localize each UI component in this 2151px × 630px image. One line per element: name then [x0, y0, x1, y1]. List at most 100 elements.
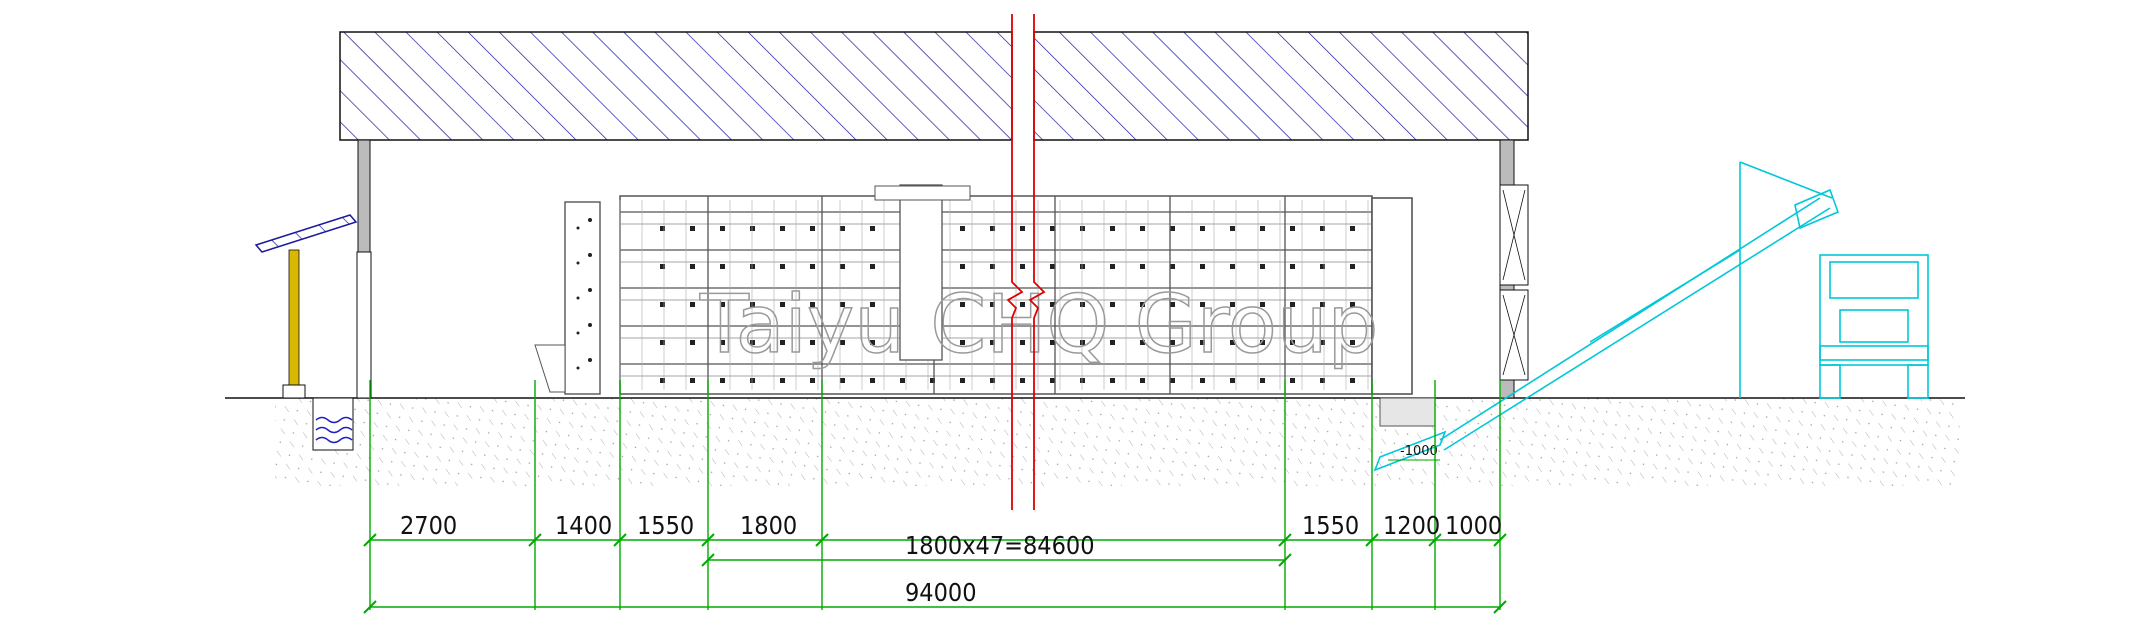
- cage-feeder-mark: [1050, 302, 1055, 307]
- cage-feeder-mark: [690, 264, 695, 269]
- cage-feeder-mark: [1290, 226, 1295, 231]
- hopper-dot: [588, 358, 592, 362]
- cage-feeder-mark: [900, 378, 905, 383]
- dimension-tick: [701, 553, 715, 567]
- cage-feeder-mark: [1140, 340, 1145, 345]
- cage-feeder-mark: [690, 340, 695, 345]
- cage-feeder-mark: [810, 264, 815, 269]
- break-line: [1006, 14, 1046, 510]
- cage-feeder-mark: [1110, 302, 1115, 307]
- conveyor-lower-pit: [1373, 430, 1447, 472]
- cage-feeder-mark: [960, 264, 965, 269]
- hopper-dot: [588, 288, 592, 292]
- manure-chute: [534, 344, 566, 393]
- hopper-dot: [588, 218, 592, 222]
- hopper-dots: [576, 218, 592, 370]
- dim-1550-left: 1550: [637, 511, 694, 540]
- cage-feeder-mark: [960, 340, 965, 345]
- cage-feeder-mark: [810, 340, 815, 345]
- cage-feeder-mark: [1350, 302, 1355, 307]
- cage-feeder-mark: [720, 340, 725, 345]
- dimension-tick: [701, 533, 715, 547]
- cage-feeder-mark: [1200, 302, 1205, 307]
- cage-system: [534, 184, 1436, 427]
- cage-feeder-mark: [1290, 340, 1295, 345]
- dimension-tick: [528, 533, 542, 547]
- cage-feeder-mark: [1290, 378, 1295, 383]
- cage-feeder-mark: [960, 302, 965, 307]
- cage-feeder-mark: [1260, 378, 1265, 383]
- conveyor-head: [1794, 188, 1840, 230]
- cage-feeder-mark: [1020, 340, 1025, 345]
- cage-feeder-mark: [1200, 340, 1205, 345]
- cage-feeder-mark: [990, 302, 995, 307]
- truck-wheel-right: [1907, 364, 1929, 399]
- post-base: [282, 384, 306, 399]
- cage-tiers: [620, 211, 1372, 383]
- roof-right-panel: [1033, 31, 1529, 141]
- cage-feeder-mark: [990, 340, 995, 345]
- cage-feeder-mark: [1320, 264, 1325, 269]
- cage-feeder-mark: [1080, 340, 1085, 345]
- cage-feeder-mark: [1320, 340, 1325, 345]
- cage-feeder-mark: [810, 378, 815, 383]
- cage-feeder-mark: [660, 226, 665, 231]
- drive-tower-top: [874, 185, 971, 201]
- cage-feeder-mark: [1170, 302, 1175, 307]
- hopper-dot: [588, 253, 592, 257]
- dim-1800: 1800: [740, 511, 797, 540]
- cage-feeder-mark: [1140, 378, 1145, 383]
- cage-feeder-mark: [1110, 264, 1115, 269]
- cage-feeder-mark: [1170, 264, 1175, 269]
- dimension-lines: [363, 380, 1507, 614]
- side-canopy: [254, 214, 358, 253]
- dimension-tick: [815, 533, 829, 547]
- water-tank: [312, 397, 354, 451]
- cage-feeder-mark: [1170, 340, 1175, 345]
- break-line-left: [1006, 14, 1024, 510]
- inclined-conveyor: [1373, 161, 1929, 472]
- manure-pit: [1379, 397, 1436, 427]
- cage-feeder-mark: [870, 264, 875, 269]
- cage-feeder-mark: [870, 340, 875, 345]
- cage-feeder-mark: [1080, 226, 1085, 231]
- cage-feeder-mark: [840, 302, 845, 307]
- conveyor-brace: [1589, 249, 1741, 343]
- cage-feeder-mark: [840, 340, 845, 345]
- cage-feeder-mark: [720, 378, 725, 383]
- hopper-dot: [588, 323, 592, 327]
- left-exterior: [254, 214, 358, 451]
- cage-feeder-mark: [690, 378, 695, 383]
- dimension-tick: [363, 600, 377, 614]
- cage-feeder-mark: [810, 226, 815, 231]
- dimension-tick: [1365, 533, 1379, 547]
- cage-feeder-mark: [780, 226, 785, 231]
- cage-feeder-mark: [720, 226, 725, 231]
- cage-feeder-mark: [1200, 378, 1205, 383]
- cage-feeder-mark: [990, 264, 995, 269]
- conveyor-belt-bottom: [1443, 207, 1831, 451]
- cage-feeder-mark: [840, 226, 845, 231]
- ground-hatch: [275, 398, 1960, 486]
- cage-feeder-mark: [1110, 340, 1115, 345]
- cage-feeder-mark: [1050, 340, 1055, 345]
- cage-feeder-mark: [1110, 226, 1115, 231]
- cage-feeder-mark: [1080, 302, 1085, 307]
- cage-feeder-mark: [1260, 226, 1265, 231]
- cage-feeder-mark: [1260, 340, 1265, 345]
- cage-feeder-mark: [750, 340, 755, 345]
- truck-bumper: [1819, 345, 1929, 361]
- cage-feeder-mark: [1080, 264, 1085, 269]
- cage-feeder-mark: [840, 264, 845, 269]
- cage-feeder-mark: [1140, 264, 1145, 269]
- roof: [339, 31, 1529, 141]
- cage-feeder-mark: [660, 340, 665, 345]
- cage-feeder-mark: [720, 264, 725, 269]
- cage-feeder-mark: [690, 226, 695, 231]
- cage-feeder-mark: [870, 378, 875, 383]
- cage-feeder-mark: [720, 302, 725, 307]
- cage-feeder-mark: [750, 226, 755, 231]
- dim-1550-right: 1550: [1302, 511, 1359, 540]
- dimension-tick: [1493, 533, 1507, 547]
- left-wall-lower: [356, 251, 372, 399]
